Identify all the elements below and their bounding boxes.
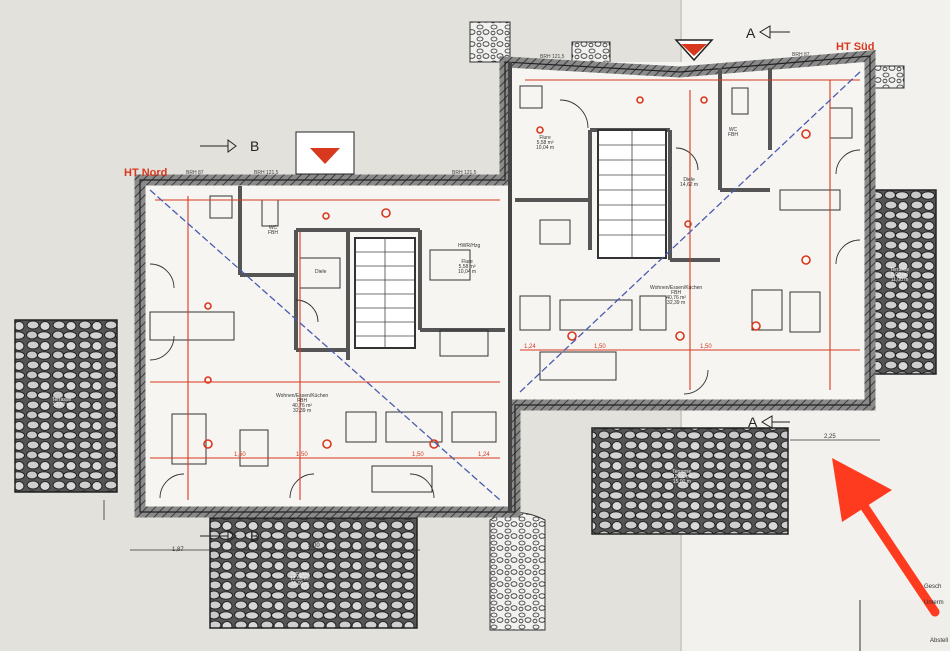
- room-flur-south: Flure 5,58 m² 10,04 m: [536, 136, 554, 151]
- room-diele-north: Diele: [315, 269, 327, 275]
- terrace-south-paving: [591, 427, 789, 535]
- terrace-east-label: Terrasse 8,00 m² 11,00 m: [890, 268, 909, 283]
- furniture: [149, 85, 853, 493]
- dimension-right: 2,25: [824, 434, 836, 440]
- room-hwr: HWR/Hzg: [458, 243, 481, 249]
- gravel-bed-bottom: [489, 512, 546, 631]
- room-wohnen-north-area: 40,76 m²: [292, 403, 312, 409]
- stair-south-treads: [598, 130, 666, 258]
- terrace-west-paving: [14, 319, 118, 493]
- room-flur-north-area: 5,58 m²: [458, 264, 476, 270]
- room-wohnen-south: Wohnen/Essen/Küchen FBH 40,76 m² 32,39 m: [650, 286, 702, 306]
- window-tag-1: BRH 121,5: [254, 170, 279, 176]
- room-wohnen-south-perimeter: 32,39 m: [667, 300, 686, 306]
- dimension-d1: 1,50: [234, 452, 246, 458]
- window-tag-4: BRH 87: [792, 52, 810, 58]
- terrace-east-name: Terrasse: [890, 267, 910, 273]
- room-diele-south-area: 14,62 m: [680, 182, 699, 188]
- entrance-south-label: HT Süd: [836, 41, 875, 53]
- door-swings: [149, 99, 861, 499]
- section-label-b-top: B: [250, 138, 260, 154]
- terrace-north-area: 12,50 m²: [290, 576, 310, 582]
- outer-dimension-lines: [103, 439, 880, 551]
- room-wohnen-north-floor: FBH: [297, 398, 308, 404]
- room-wc-north-floor: FBH: [268, 230, 278, 236]
- terrace-south-area: 12,50 m²: [672, 474, 692, 480]
- section-arrows: [200, 25, 790, 543]
- dimension-left: 1,87: [172, 547, 184, 553]
- room-wc-south: WC FBH: [728, 128, 738, 138]
- room-flur-south-area: 5,58 m²: [536, 140, 554, 146]
- blue-diagonals: [149, 69, 863, 501]
- terrace-north-label: Terrasse 12,50 m² 15,00 m: [290, 572, 310, 587]
- section-label-b-bottom: B: [250, 528, 260, 544]
- room-diele-south-name: Diele: [683, 177, 695, 183]
- section-label-a-bottom: A: [748, 414, 758, 430]
- entrance-north-label: HT Nord: [124, 167, 168, 179]
- room-wohnen-south-name: Wohnen/Essen/Küchen: [650, 285, 703, 291]
- red-ceiling-outlets: [203, 96, 811, 449]
- terrace-west-area: 13,00 m: [52, 402, 71, 408]
- window-tag-5: BRH 121,5: [540, 54, 565, 60]
- dimension-bottom: 5,00: [308, 543, 320, 549]
- dimension-d4: 1,24: [478, 452, 490, 458]
- terrace-east-area: 8,00 m²: [891, 272, 909, 278]
- gravel-bed-top-left: [469, 21, 511, 63]
- room-wc-north-name: WC: [268, 225, 278, 231]
- room-wohnen-south-area: 40,76 m²: [666, 295, 686, 301]
- room-wohnen-north: Wohnen/Essen/Küchen FBH 40,76 m² 32,39 m: [276, 394, 328, 414]
- room-wc-south-name: WC: [728, 127, 738, 133]
- room-flur-south-perimeter: 10,04 m: [536, 145, 555, 151]
- terrace-west-label: Terrasse 13,00 m: [52, 398, 71, 408]
- stair-north-treads: [355, 238, 415, 348]
- room-wohnen-south-floor: FBH: [671, 290, 682, 296]
- room-diele-south: Diele 14,62 m: [680, 178, 698, 188]
- room-wohnen-north-name: Wohnen/Essen/Küchen: [276, 393, 329, 399]
- room-wc-south-floor: FBH: [728, 132, 738, 138]
- red-dimension-lines: [150, 79, 860, 500]
- section-label-a-top: A: [746, 25, 756, 41]
- room-wc-north: WC FBH: [268, 226, 278, 236]
- titleblock-text-1: Gesch: [924, 584, 942, 590]
- interior-walls-north: [238, 186, 505, 360]
- room-wohnen-north-perimeter: 32,39 m: [293, 408, 312, 414]
- terrace-south-perimeter: 15,00 m: [672, 479, 691, 485]
- terrace-north-perimeter: 15,00 m: [290, 581, 309, 587]
- room-flur-south-name: Flure: [539, 135, 551, 141]
- window-tag-3: BRH 87: [186, 170, 204, 176]
- dimension-d3: 1,50: [412, 452, 424, 458]
- terrace-south-name: Terrasse: [672, 469, 692, 475]
- terrace-west-name: Terrasse: [52, 397, 72, 403]
- exterior-wall-outline: [139, 55, 871, 513]
- dimension-d6: 1,50: [594, 344, 606, 350]
- titleblock-text-2: Unterm: [924, 600, 944, 606]
- section-marker-b-fill: [310, 148, 340, 164]
- room-flur-north: Flure 5,58 m² 10,04 m: [458, 260, 476, 275]
- dimension-d2: 1,50: [296, 452, 308, 458]
- section-marker-a-top-fill: [681, 44, 707, 56]
- terrace-north-name: Terrasse: [290, 571, 310, 577]
- red-annotation-arrow: [832, 458, 940, 617]
- dimension-d5: 1,24: [524, 344, 536, 350]
- window-tag-2: BRH 121,5: [452, 170, 477, 176]
- terrace-south-label: Terrasse 12,50 m² 15,00 m: [672, 470, 692, 485]
- room-flur-north-name: Flure: [461, 259, 473, 265]
- terrace-north-paving: [209, 517, 418, 629]
- room-flur-north-perimeter: 10,04 m: [458, 269, 477, 275]
- terrace-east-perimeter: 11,00 m: [890, 277, 909, 283]
- titleblock-text-3: Abstell: [930, 638, 949, 644]
- dimension-d7: 1,50: [700, 344, 712, 350]
